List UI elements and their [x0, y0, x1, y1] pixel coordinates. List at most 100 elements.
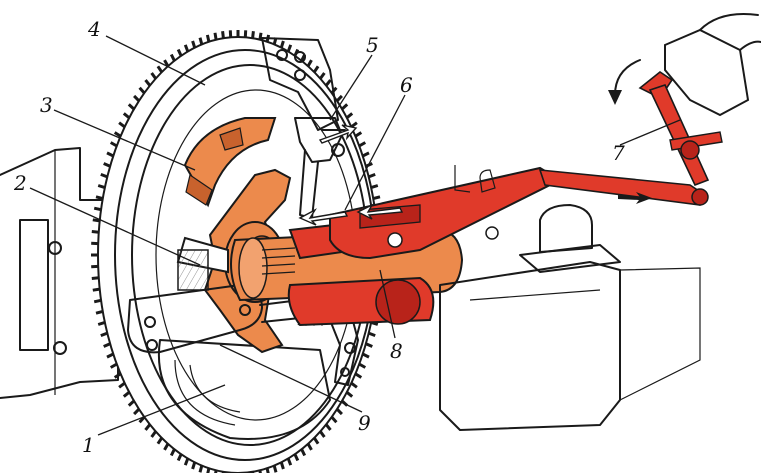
gear-tooth [133, 94, 141, 102]
driven-disc [183, 117, 277, 208]
gear-tooth [92, 287, 100, 292]
gear-tooth [319, 72, 326, 80]
gear-tooth [113, 131, 122, 138]
gear-tooth [335, 94, 343, 102]
gear-tooth [345, 112, 354, 119]
gear-tooth [306, 59, 313, 67]
gear-tooth [372, 195, 381, 201]
gear-tooth [214, 470, 218, 473]
gear-tooth [106, 151, 114, 158]
gear-tooth [198, 37, 204, 45]
gear-tooth [183, 44, 190, 53]
gear-tooth [350, 381, 358, 389]
gear-tooth [176, 453, 183, 462]
gear-tooth [272, 465, 278, 473]
gear-tooth [286, 457, 293, 466]
gear-tooth [354, 131, 363, 138]
gear-tooth [368, 331, 376, 338]
gear-tooth [122, 391, 131, 398]
gear-tooth [358, 362, 367, 369]
gear-tooth [106, 352, 114, 359]
gear-tooth [109, 362, 118, 369]
gear-tooth [93, 298, 102, 304]
gear-tooth [368, 172, 376, 179]
gear-tooth [97, 184, 106, 190]
gear-tooth [265, 467, 270, 473]
gear-tooth [163, 443, 170, 451]
gear-tooth [91, 230, 99, 234]
gear-tooth [103, 342, 111, 348]
gear-tooth [122, 112, 131, 119]
gear-tooth [191, 461, 197, 470]
gear-tooth [95, 309, 104, 315]
gear-tooth [127, 399, 136, 407]
gear-tooth [279, 461, 285, 470]
gear-tooth [92, 218, 100, 223]
callout-8: 8 [390, 339, 403, 363]
gear-tooth [286, 44, 293, 53]
gear-tooth [156, 436, 164, 445]
pressure-plate-cover [157, 339, 331, 440]
gear-tooth [324, 423, 332, 431]
callout-1: 1 [82, 433, 95, 457]
gear-tooth [118, 121, 126, 129]
gear-tooth [97, 320, 106, 326]
gear-tooth [362, 151, 370, 158]
gear-tooth [221, 31, 225, 39]
callout-9: 9 [358, 411, 371, 435]
gear-tooth [205, 34, 211, 43]
gear-tooth [93, 206, 102, 212]
gear-tooth [100, 172, 108, 179]
gear-tooth [127, 103, 136, 111]
gear-tooth [293, 453, 300, 462]
gear-tooth [362, 352, 370, 359]
gear-tooth [370, 184, 379, 190]
gear-tooth [150, 430, 157, 438]
gear-tooth [138, 86, 146, 95]
callout-labels: 4 3 2 5 6 7 8 9 1 [13, 17, 625, 457]
gear-tooth [91, 276, 99, 280]
motion-arrows [298, 59, 652, 226]
gear-tooth [150, 72, 157, 80]
leader-lines [29, 35, 681, 436]
gear-tooth [258, 470, 262, 473]
gear-tooth [144, 423, 152, 431]
gear-tooth [118, 381, 126, 389]
gear-tooth [113, 372, 122, 379]
gear-tooth [183, 457, 190, 466]
gear-tooth [319, 430, 326, 438]
gear-tooth [330, 415, 338, 424]
gear-tooth [312, 65, 320, 74]
gear-tooth [169, 448, 176, 457]
callout-4: 4 [87, 17, 101, 41]
gear-tooth [354, 372, 363, 379]
gear-tooth [206, 467, 211, 473]
gear-tooth [133, 408, 141, 416]
transmission-case [439, 165, 701, 431]
gear-tooth [324, 79, 332, 87]
gear-tooth [95, 195, 104, 201]
gear-tooth [163, 59, 170, 67]
callout-5: 5 [366, 33, 379, 57]
release-lever [294, 117, 346, 219]
gear-tooth [306, 443, 313, 451]
gear-tooth [279, 40, 285, 49]
callout-7: 7 [612, 141, 625, 165]
callout-2: 2 [13, 171, 27, 195]
gear-tooth [169, 53, 176, 62]
gear-tooth [345, 391, 354, 398]
gear-tooth [312, 436, 320, 445]
gear-tooth [176, 48, 183, 57]
gear-tooth [335, 408, 343, 416]
gear-tooth [365, 342, 373, 348]
gear-tooth [198, 465, 204, 473]
gear-tooth [100, 331, 108, 338]
callout-3: 3 [40, 93, 53, 117]
gear-tooth [144, 79, 152, 87]
gear-tooth [213, 32, 218, 40]
gear-tooth [109, 141, 118, 148]
gear-tooth [340, 103, 349, 111]
gear-tooth [156, 65, 164, 74]
gear-tooth [191, 40, 197, 49]
